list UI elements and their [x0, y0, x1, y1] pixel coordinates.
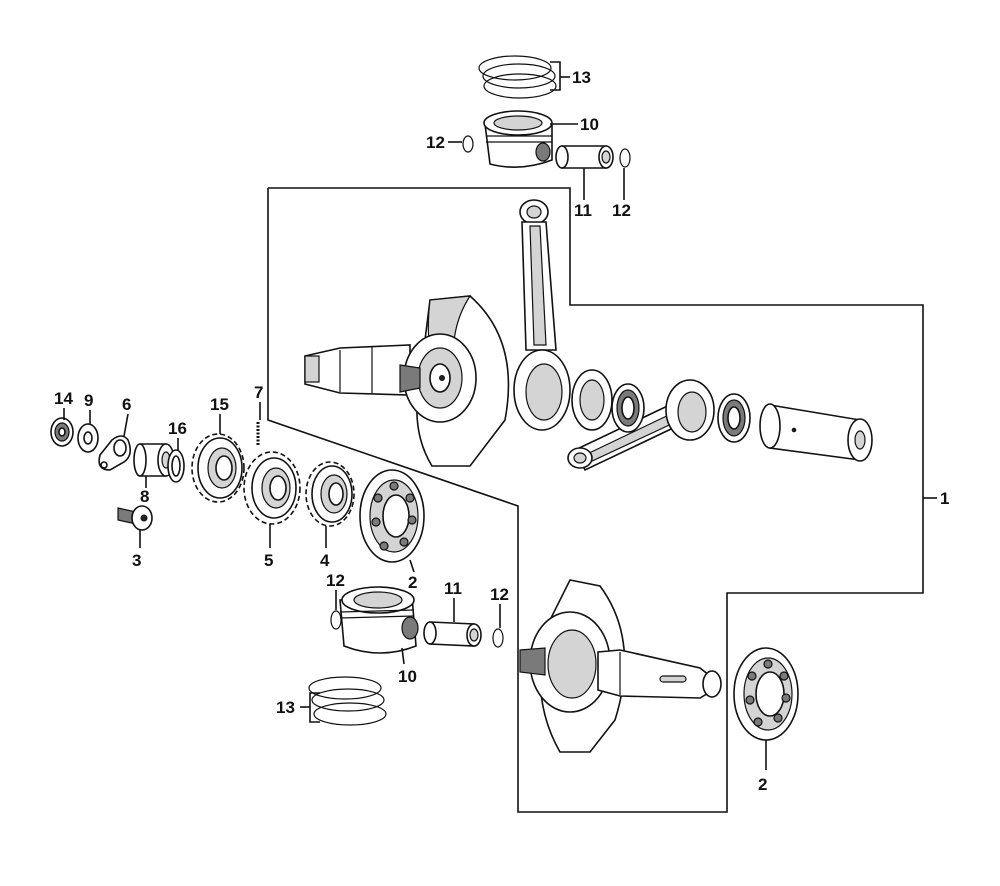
circlip-bottom-right: [492, 628, 504, 648]
label-5: 5: [264, 551, 273, 570]
label-16: 16: [168, 419, 187, 438]
label-11a: 11: [574, 201, 592, 220]
label-7: 7: [254, 383, 263, 402]
label-13a: 13: [572, 68, 591, 87]
piston-rings-top: [478, 55, 557, 99]
label-13a-bracket: [550, 61, 561, 91]
label-10b-leader: [401, 647, 405, 665]
label-1: 1: [940, 489, 949, 508]
needle-bearing-1: [611, 383, 645, 433]
gear-15: [191, 433, 245, 503]
label-10a: 10: [580, 115, 599, 134]
label-6: 6: [122, 395, 131, 414]
label-13b: 13: [276, 698, 295, 717]
label-15: 15: [210, 395, 229, 414]
needle-bearing-2: [717, 393, 751, 443]
circlip-top-right: [619, 148, 631, 168]
piston-pin-bottom: [423, 621, 482, 647]
label-12c: 12: [326, 571, 345, 590]
washer-16: [167, 449, 185, 483]
piston-top: [483, 110, 553, 168]
crankshaft-upper-half: [304, 295, 510, 467]
label-10b: 10: [398, 667, 417, 686]
circlip-top-left: [462, 135, 474, 153]
piston-bottom: [339, 586, 419, 654]
bolt-3: [117, 505, 153, 531]
ball-bearing-right: [733, 647, 799, 741]
piston-pin-top: [555, 145, 614, 169]
piston-rings-bottom: [308, 676, 387, 726]
sprocket-5: [243, 451, 301, 525]
label-8: 8: [140, 487, 149, 506]
label-6-leader: [123, 413, 129, 437]
label-14: 14: [54, 389, 73, 408]
lock-plate-6: [98, 435, 132, 471]
label-12b: 12: [612, 201, 631, 220]
label-2a: 2: [408, 573, 417, 592]
ball-bearing-middle: [359, 469, 425, 563]
connecting-rod-lower: [567, 379, 715, 472]
connecting-rod-upper: [513, 199, 571, 431]
oil-seal: [50, 417, 74, 447]
crank-pin: [759, 403, 873, 462]
crankshaft-lower-half: [519, 579, 722, 753]
label-12d: 12: [490, 585, 509, 604]
gear-4: [305, 461, 355, 527]
label-12a: 12: [426, 133, 445, 152]
label-3: 3: [132, 551, 141, 570]
label-9: 9: [84, 391, 93, 410]
crankshaft-assembly-frame: [267, 187, 924, 813]
label-11b: 11: [444, 579, 462, 598]
label-2b: 2: [758, 775, 767, 794]
label-13b-bracket: [309, 692, 320, 723]
label-2a-leader: [409, 559, 415, 573]
washer-9: [77, 423, 99, 453]
label-4: 4: [320, 551, 330, 570]
circlip-bottom-left: [330, 610, 342, 630]
